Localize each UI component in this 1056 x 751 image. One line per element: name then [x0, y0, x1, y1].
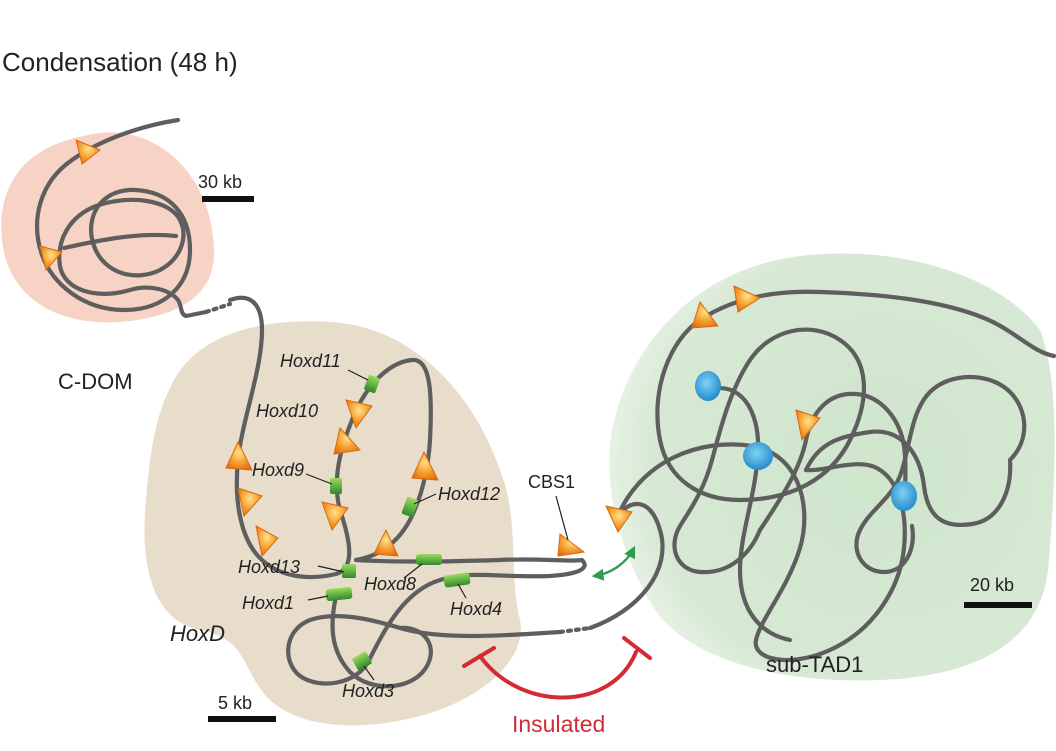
gene-box-hoxd8 — [416, 554, 442, 565]
scale-bar-hoxd: 5 kb — [208, 693, 276, 722]
blue-elements — [695, 371, 917, 511]
gene-box-hoxd3 — [352, 651, 372, 671]
ctcf-site-subtad-4 — [795, 409, 821, 442]
scale-line-hoxd — [208, 716, 276, 722]
interaction-arrow — [591, 545, 636, 581]
gene-box-hoxd4 — [443, 572, 471, 588]
scale-label-cdom: 30 kb — [198, 172, 242, 192]
ctcf-site-cdom-1 — [75, 139, 101, 165]
scale-line-subtad — [964, 602, 1032, 608]
gene-label-hoxd1: Hoxd1 — [242, 593, 294, 613]
leader-hoxd4 — [457, 583, 467, 599]
gene-label-hoxd4: Hoxd4 — [450, 599, 502, 619]
leader-hoxd11 — [347, 369, 369, 381]
gene-label-hoxd12: Hoxd12 — [438, 484, 500, 504]
ctcf-site-hoxd-4 — [321, 501, 349, 532]
scale-line-cdom — [202, 196, 254, 202]
ctcf-site-hoxd10-1 — [345, 399, 373, 430]
ctcf-site-cdom-2 — [39, 245, 63, 272]
ctcf-site-subtad-2 — [691, 300, 719, 329]
gene-label-hoxd11: Hoxd11 — [280, 351, 341, 371]
ctcf-sites — [39, 139, 821, 558]
scale-bar-subtad: 20 kb — [964, 575, 1032, 608]
leader-hoxd3 — [363, 665, 375, 681]
blue-element-2 — [743, 442, 773, 470]
cbs-label: CBS1 — [528, 472, 575, 492]
ctcf-site-cbs1 — [557, 533, 586, 557]
insulation-label: Insulated — [512, 711, 605, 737]
gene-label-hoxd3: Hoxd3 — [342, 681, 394, 701]
scale-label-subtad: 20 kb — [970, 575, 1014, 595]
gene-label-hoxd9: Hoxd9 — [252, 460, 304, 480]
diagram-title: Condensation (48 h) — [2, 47, 238, 77]
insulation-symbol — [462, 636, 652, 700]
blue-element-3 — [891, 481, 917, 511]
gene-box-hoxd9 — [330, 478, 342, 494]
hoxd-fiber — [227, 295, 593, 689]
scale-bar-cdom: 30 kb — [198, 172, 254, 202]
scale-label-hoxd: 5 kb — [218, 693, 252, 713]
leader-hoxd12 — [413, 493, 437, 505]
gene-box-hoxd12 — [401, 497, 419, 517]
region-label-hoxd: HoxD — [170, 621, 225, 646]
ctcf-site-hoxd-3 — [255, 525, 279, 558]
blue-element-1 — [695, 371, 721, 401]
gene-labels: Hoxd11 Hoxd10 Hoxd9 Hoxd12 Hoxd13 Hoxd8 … — [238, 351, 502, 701]
leader-hoxd9 — [305, 473, 333, 485]
region-label-subtad: sub-TAD1 — [766, 652, 863, 677]
leader-cbs1 — [555, 495, 569, 541]
ctcf-site-hoxd-5 — [411, 450, 439, 481]
ctcf-site-hoxd-1 — [225, 440, 253, 471]
region-label-cdom: C-DOM — [58, 369, 133, 394]
gene-label-hoxd8: Hoxd8 — [364, 574, 416, 594]
ctcf-site-hoxd10-2 — [333, 426, 361, 455]
gene-label-hoxd10: Hoxd10 — [256, 401, 318, 421]
leader-hoxd8 — [403, 563, 423, 579]
ctcf-site-subtad-3 — [733, 285, 762, 313]
ctcf-site-hoxd-2 — [237, 487, 263, 518]
hoxd-genes — [325, 374, 471, 671]
ctcf-site-hoxd-6 — [373, 528, 399, 557]
gene-label-hoxd13: Hoxd13 — [238, 557, 300, 577]
ctcf-site-subtad-1 — [605, 505, 633, 533]
gene-box-hoxd13 — [342, 564, 356, 578]
gene-box-hoxd1 — [325, 586, 353, 602]
leader-hoxd1 — [307, 595, 329, 601]
leader-hoxd13 — [317, 565, 345, 573]
